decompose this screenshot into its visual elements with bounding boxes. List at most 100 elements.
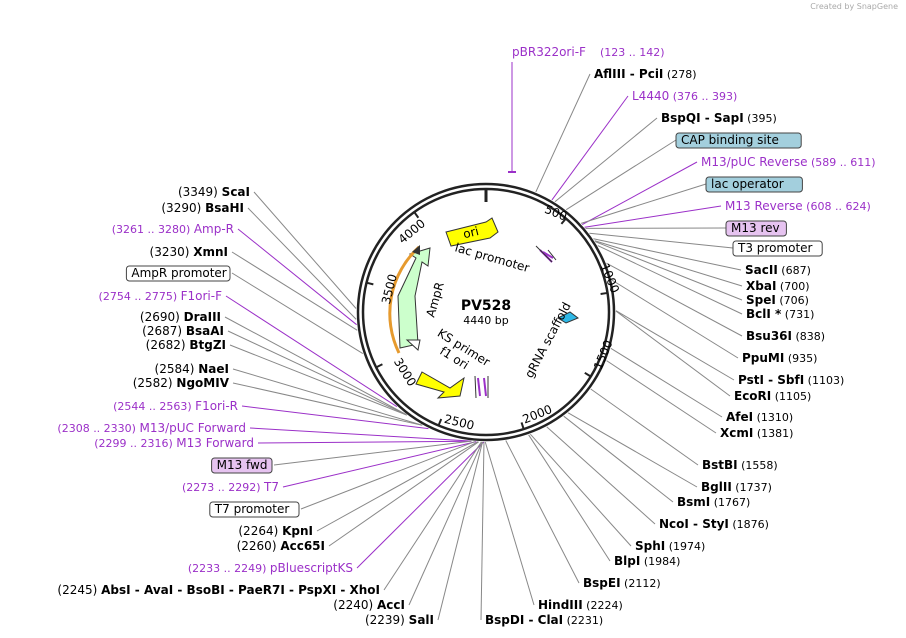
site-left-0[interactable]: (3349) ScaI [178,185,250,199]
site-position: (2264) [238,524,282,538]
site-position: (1974) [665,540,705,553]
site-right-27[interactable]: BspDI - ClaI (2231) [485,613,603,627]
site-left-18[interactable]: (2260) Acc65I [237,539,325,553]
site-name: NcoI - StyI (1876) [659,517,769,531]
site-right-19[interactable]: BstBI (1558) [702,458,778,472]
feature-right-8[interactable]: T3 promoter [732,240,823,257]
site-left-10[interactable]: (2582) NgoMIV [133,376,230,390]
site-right-17[interactable]: AfeI (1310) [726,410,793,424]
primer-left-19[interactable]: (2233 .. 2249) pBluescriptKS [188,561,353,575]
feature-left-14[interactable]: M13 fwd [211,457,273,474]
site-position: (3349) [178,185,222,199]
feature-box-label: M13 fwd [217,458,268,472]
site-name: AflIII - PciI (278) [594,67,696,81]
site-right-9[interactable]: SacII (687) [745,263,811,277]
site-right-14[interactable]: PpuMI (935) [742,351,817,365]
leader-line [554,117,658,203]
leader-line [227,330,407,416]
leader-line [300,441,476,510]
site-left-7[interactable]: (2687) BsaAI [142,324,224,338]
site-right-13[interactable]: Bsu36I (838) [746,329,825,343]
primer-left-15[interactable]: (2273 .. 2292) T7 [182,480,279,494]
ori-feature[interactable] [445,217,499,247]
site-enzyme: BspQI - SapI [661,111,744,125]
site-right-20[interactable]: BglII (1737) [701,480,772,494]
site-position: (2687) [142,324,186,338]
primer-range: (2233 .. 2249) [188,562,270,575]
feature-left-4[interactable]: AmpR promoter [125,265,231,282]
site-right-23[interactable]: SphI (1974) [635,539,705,553]
leader-line [505,440,580,584]
site-enzyme: SpeI [746,293,776,307]
site-right-16[interactable]: EcoRI (1105) [734,389,811,403]
primer-left-2[interactable]: (3261 .. 3280) Amp-R [112,222,234,236]
gRNA-scaffold-feature[interactable] [556,311,579,324]
site-right-2[interactable]: BspQI - SapI (395) [661,111,777,125]
primer-left-5[interactable]: (2754 .. 2775) F1ori-F [99,289,223,303]
site-right-26[interactable]: HindIII (2224) [538,598,623,612]
primer-range: (2273 .. 2292) [182,481,264,494]
site-right-18[interactable]: XcmI (1381) [720,426,793,440]
site-name: BglII (1737) [701,480,772,494]
site-enzyme: PpuMI [742,351,784,365]
primer-left-13[interactable]: (2299 .. 2316) M13 Forward [94,436,254,450]
site-left-3[interactable]: (3230) XmnI [150,245,228,259]
site-right-25[interactable]: BspEI (2112) [583,576,661,590]
site-left-6[interactable]: (2690) DraIII [140,310,221,324]
site-left-17[interactable]: (2264) KpnI [238,524,313,538]
site-left-8[interactable]: (2682) BtgZI [146,338,226,352]
site-position: (2239) [365,613,409,627]
f1-ori-feature[interactable] [415,371,465,399]
feature-right-7[interactable]: M13 rev [725,220,787,237]
site-left-9[interactable]: (2584) NaeI [155,362,229,376]
leader-line [356,441,484,569]
site-right-22[interactable]: NcoI - StyI (1876) [659,517,769,531]
site-left-21[interactable]: (2240) AccI [333,598,405,612]
leader-line [546,426,656,525]
primer-right-6[interactable]: M13 Reverse (608 .. 624) [725,199,871,213]
site-enzyme: EcoRI [734,389,771,403]
primer-left-12[interactable]: (2308 .. 2330) M13/pUC Forward [57,421,246,435]
leader-line [237,228,357,326]
site-right-12[interactable]: BclI * (731) [746,307,814,321]
top-primer-range: (123 .. 142) [600,46,665,59]
primer-label: M13/pUC Forward [139,421,246,435]
site-right-10[interactable]: XbaI (700) [746,279,809,293]
site-name: BspQI - SapI (395) [661,111,777,125]
site-right-0[interactable]: AflIII - PciI (278) [594,67,696,81]
leader-line [567,412,698,488]
site-right-15[interactable]: PstI - SbfI (1103) [738,373,844,387]
primer-name: (2273 .. 2292) T7 [182,480,279,494]
site-right-24[interactable]: BlpI (1984) [614,554,680,568]
site-name: BspDI - ClaI (2231) [485,613,603,627]
site-left-22[interactable]: (2239) SalI [365,613,434,627]
primer-right-4[interactable]: M13/pUC Reverse (589 .. 611) [701,155,876,169]
leader-line [615,310,735,381]
site-name: (3230) XmnI [150,245,228,259]
primer-left-11[interactable]: (2544 .. 2563) F1ori-R [113,399,238,413]
feature-right-5[interactable]: lac operator [705,176,803,193]
site-position: (2240) [333,598,377,612]
leader-line [581,161,698,226]
primer-range: (2308 .. 2330) [57,422,139,435]
feature-left-16[interactable]: T7 promoter [209,501,300,518]
left-labels: (3349) ScaI (3290) BsaHI (3261 .. 3280) Am… [57,185,434,627]
top-primer[interactable]: pBR322ori-F (123 .. 142) [512,45,665,59]
site-right-11[interactable]: SpeI (706) [746,293,809,307]
site-right-21[interactable]: BsmI (1767) [677,495,750,509]
primer-name: M13/pUC Reverse (589 .. 611) [701,155,876,169]
primer-range: (2544 .. 2563) [113,400,195,413]
feature-right-3[interactable]: CAP binding site [675,132,802,149]
site-enzyme: NaeI [198,362,229,376]
site-left-1[interactable]: (3290) BsaHI [161,201,244,215]
site-position: (1381) [753,427,793,440]
feature-box [209,501,300,518]
primer-right-1[interactable]: L4440 (376 .. 393) [632,89,737,103]
ampr-feature[interactable] [397,247,431,349]
site-enzyme: AflIII - PciI [594,67,663,81]
site-position: (395) [744,112,777,125]
tick-mark [584,371,592,378]
site-left-20[interactable]: (2245) AbsI - AvaI - BsoBI - PaeR7I - Ps… [57,583,380,597]
site-enzyme: XmnI [193,245,228,259]
